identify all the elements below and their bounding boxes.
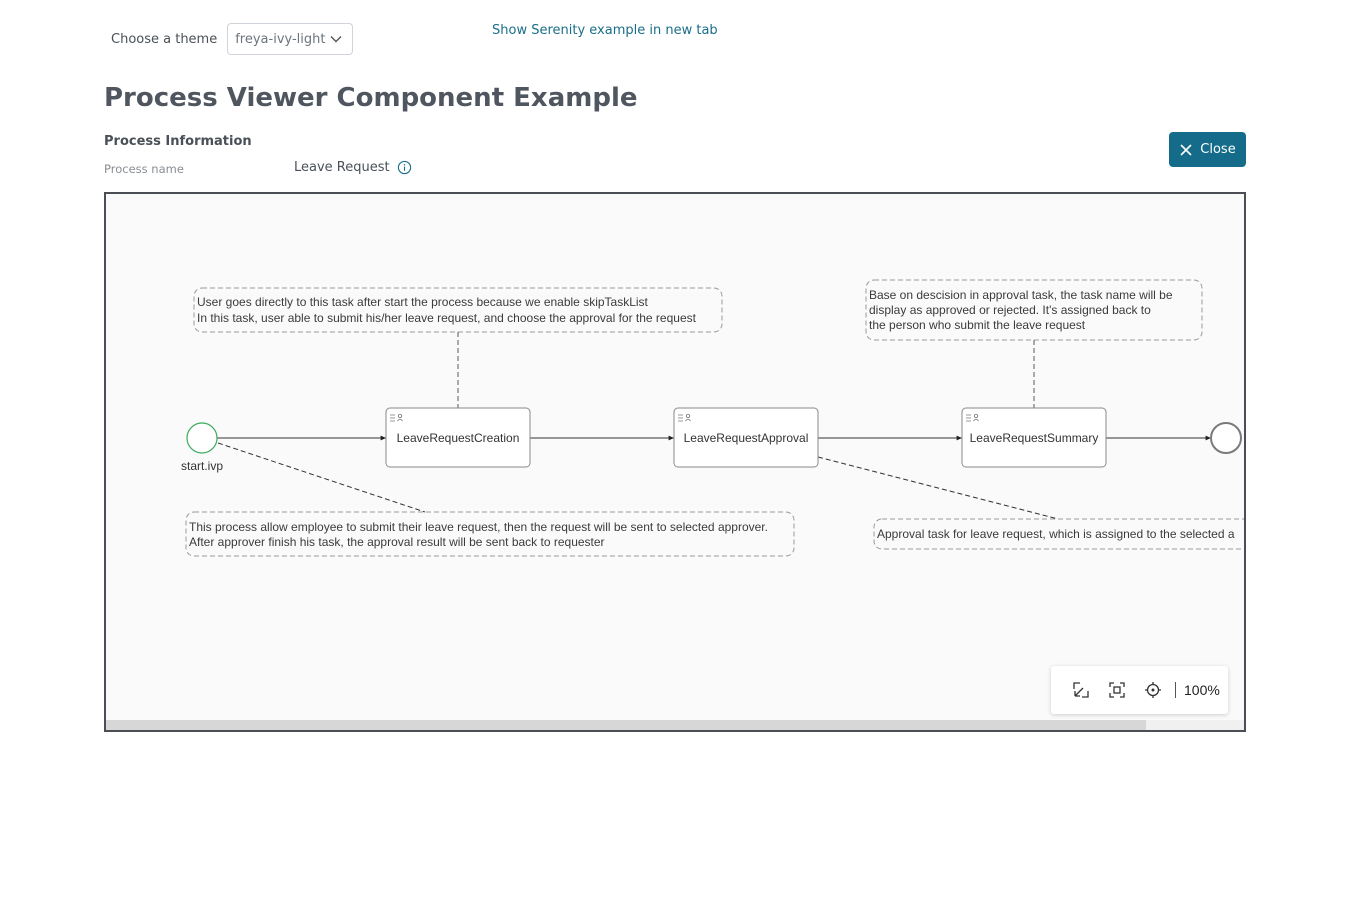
- close-button-label: Close: [1200, 142, 1236, 157]
- user-task-icon: [966, 413, 979, 422]
- close-button[interactable]: Close: [1169, 132, 1246, 167]
- close-icon: [1180, 143, 1192, 156]
- task-leave-request-approval[interactable]: LeaveRequestApproval: [673, 407, 819, 468]
- task-label: LeaveRequestSummary: [970, 431, 1099, 445]
- theme-chooser: Choose a theme freya-ivy-light: [111, 22, 354, 56]
- theme-label: Choose a theme: [111, 31, 218, 47]
- task-label: LeaveRequestCreation: [397, 431, 520, 445]
- note-process-connector: [217, 442, 426, 513]
- process-information-title: Process Information: [104, 134, 252, 149]
- task-label: LeaveRequestApproval: [684, 431, 809, 445]
- process-viewer[interactable]: User goes directly to this task after st…: [104, 192, 1246, 732]
- process-name-value: Leave Request: [294, 160, 412, 175]
- note-approval-connector: [817, 456, 1059, 520]
- start-event[interactable]: [186, 422, 218, 454]
- process-diagram[interactable]: User goes directly to this task after st…: [106, 194, 1244, 730]
- theme-select-value: freya-ivy-light: [235, 31, 326, 47]
- start-event-label: start.ivp: [181, 459, 223, 473]
- note-creation[interactable]: User goes directly to this task after st…: [193, 287, 723, 333]
- toolbar-divider: [1175, 682, 1176, 698]
- collapse-icon: [1073, 682, 1089, 698]
- collapse-button[interactable]: [1063, 672, 1099, 708]
- center-button[interactable]: [1135, 672, 1171, 708]
- process-name-text: Leave Request: [294, 160, 390, 175]
- end-event[interactable]: [1210, 422, 1242, 454]
- serenity-example-link[interactable]: Show Serenity example in new tab: [492, 23, 718, 38]
- note-summary-line: the person who submit the leave request: [869, 318, 1086, 332]
- note-creation-line: User goes directly to this task after st…: [197, 295, 649, 309]
- zoom-toolbar: 100%: [1051, 666, 1228, 714]
- task-leave-request-summary[interactable]: LeaveRequestSummary: [961, 407, 1107, 468]
- note-summary-line: display as approved or rejected. It's as…: [869, 303, 1151, 317]
- user-task-icon: [678, 413, 691, 422]
- theme-select[interactable]: freya-ivy-light: [227, 23, 354, 55]
- info-icon[interactable]: [397, 160, 412, 175]
- note-summary-line: Base on descision in approval task, the …: [869, 288, 1173, 302]
- page-title: Process Viewer Component Example: [104, 83, 638, 113]
- chevron-down-icon: [330, 36, 342, 43]
- horizontal-scrollbar-thumb[interactable]: [106, 720, 1146, 730]
- note-process-line: This process allow employee to submit th…: [189, 520, 768, 534]
- note-process[interactable]: This process allow employee to submit th…: [185, 511, 795, 557]
- fit-to-screen-button[interactable]: [1099, 672, 1135, 708]
- zoom-level: 100%: [1184, 682, 1220, 698]
- note-approval[interactable]: Approval task for leave request, which i…: [873, 518, 1244, 550]
- process-name-label: Process name: [104, 162, 184, 176]
- horizontal-scrollbar[interactable]: [106, 720, 1244, 730]
- note-creation-line: In this task, user able to submit his/he…: [197, 311, 697, 325]
- task-leave-request-creation[interactable]: LeaveRequestCreation: [385, 407, 531, 468]
- user-task-icon: [390, 413, 403, 422]
- fit-to-screen-icon: [1109, 682, 1125, 698]
- note-approval-line: Approval task for leave request, which i…: [877, 527, 1235, 541]
- note-summary[interactable]: Base on descision in approval task, the …: [865, 279, 1203, 341]
- note-process-line: After approver finish his task, the appr…: [189, 535, 605, 549]
- center-icon: [1145, 682, 1161, 698]
